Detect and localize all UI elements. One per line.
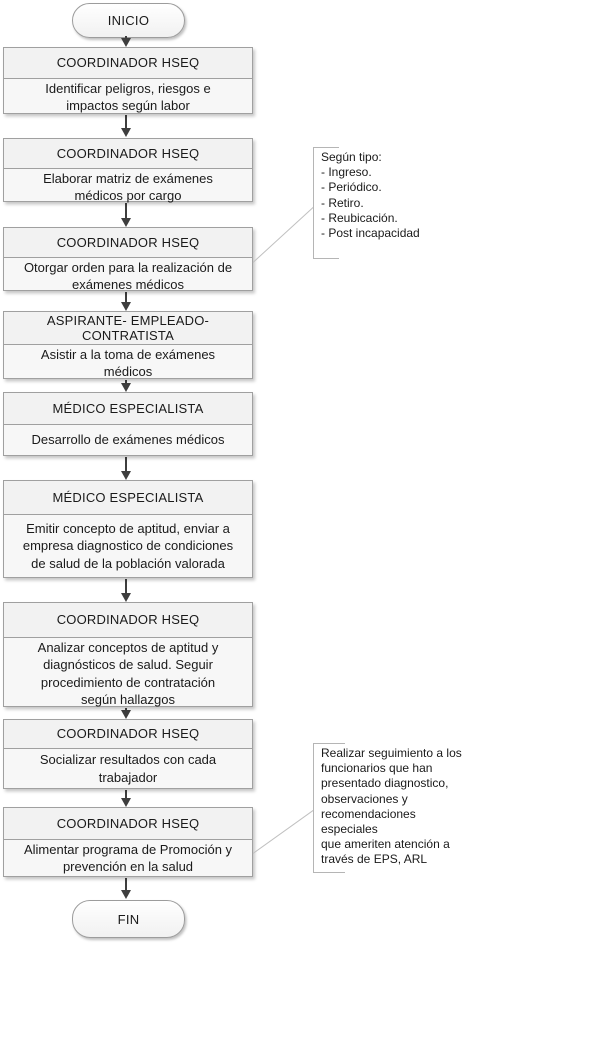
step-header: MÉDICO ESPECIALISTA — [4, 393, 252, 425]
step-header: COORDINADOR HSEQ — [4, 808, 252, 840]
step-header: MÉDICO ESPECIALISTA — [4, 481, 252, 515]
flow-step-attend-exams: ASPIRANTE- EMPLEADO- CONTRATISTA Asistir… — [3, 311, 253, 379]
callout-leader-line — [252, 206, 314, 263]
flow-arrow — [120, 115, 132, 137]
step-body: Identificar peligros, riesgos e impactos… — [45, 81, 211, 114]
flow-step-exam-matrix: COORDINADOR HSEQ Elaborar matriz de exám… — [3, 138, 253, 203]
flow-step-health-program: COORDINADOR HSEQ Alimentar programa de P… — [3, 807, 253, 877]
flow-arrow — [120, 878, 132, 899]
step-body: Elaborar matriz de exámenes médicos por … — [43, 171, 213, 204]
step-body: Analizar conceptos de aptitud y diagnóst… — [37, 640, 219, 707]
start-label: INICIO — [107, 13, 150, 28]
callout-followup: Realizar seguimiento a los funcionarios … — [321, 746, 462, 867]
step-header: ASPIRANTE- EMPLEADO- CONTRATISTA — [4, 312, 252, 345]
callout-bracket — [313, 147, 339, 259]
step-header: COORDINADOR HSEQ — [4, 720, 252, 749]
step-header: COORDINADOR HSEQ — [4, 48, 252, 79]
flow-arrow — [120, 203, 132, 227]
flow-arrow — [120, 36, 132, 47]
flow-arrow — [120, 457, 132, 480]
callout-bracket — [313, 743, 345, 873]
step-body: Asistir a la toma de exámenes médicos — [40, 347, 216, 380]
step-header: COORDINADOR HSEQ — [4, 228, 252, 258]
flow-arrow — [120, 579, 132, 602]
callout-leader-line — [252, 810, 314, 854]
callout-exam-types: Según tipo: - Ingreso. - Periódico. - Re… — [321, 150, 420, 241]
step-body: Desarrollo de exámenes médicos — [31, 432, 225, 448]
flow-arrow — [120, 380, 132, 392]
start-terminator: INICIO — [72, 3, 185, 38]
end-terminator: FIN — [72, 900, 185, 938]
flow-step-share-results: COORDINADOR HSEQ Socializar resultados c… — [3, 719, 253, 789]
flow-arrow — [120, 292, 132, 311]
step-header: COORDINADOR HSEQ — [4, 139, 252, 169]
flow-step-analyze-concepts: COORDINADOR HSEQ Analizar conceptos de a… — [3, 602, 253, 707]
flow-step-aptitude-concept: MÉDICO ESPECIALISTA Emitir concepto de a… — [3, 480, 253, 578]
flow-step-identify-hazards: COORDINADOR HSEQ Identificar peligros, r… — [3, 47, 253, 114]
step-body: Emitir concepto de aptitud, enviar a emp… — [22, 521, 234, 571]
flow-arrow — [120, 790, 132, 807]
flow-step-exam-order: COORDINADOR HSEQ Otorgar orden para la r… — [3, 227, 253, 292]
step-body: Socializar resultados con cada trabajado… — [39, 752, 217, 785]
step-header: COORDINADOR HSEQ — [4, 603, 252, 638]
step-body: Otorgar orden para la realización de exá… — [23, 260, 233, 293]
step-body: Alimentar programa de Promoción y preven… — [23, 842, 233, 875]
flow-step-perform-exams: MÉDICO ESPECIALISTA Desarrollo de exámen… — [3, 392, 253, 456]
end-label: FIN — [117, 911, 140, 927]
flow-arrow — [120, 708, 132, 719]
